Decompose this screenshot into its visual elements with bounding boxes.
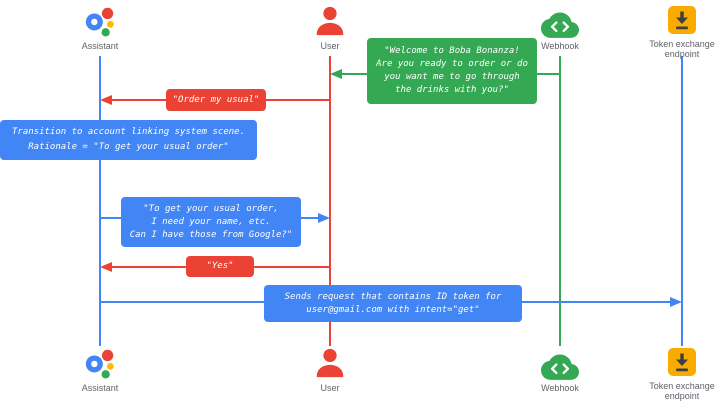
person-icon bbox=[316, 6, 344, 36]
actor-label-webhook: Webhook bbox=[541, 383, 579, 393]
arrowhead-get-order bbox=[318, 213, 330, 223]
lifeline-webhook bbox=[559, 56, 561, 346]
arrowhead-yes bbox=[100, 262, 112, 272]
person-icon bbox=[316, 348, 344, 378]
actor-label-webhook: Webhook bbox=[541, 41, 579, 51]
google-assistant-icon bbox=[85, 7, 114, 37]
arrowhead-welcome bbox=[330, 69, 342, 79]
message-get-order: "To get your usual order, I need your na… bbox=[121, 197, 301, 247]
actor-label-assistant: Assistant bbox=[81, 383, 119, 393]
actor-label-token-endpoint: Token exchange endpoint bbox=[649, 39, 715, 59]
actor-user-bottom: User bbox=[270, 346, 390, 393]
arrowhead-sends-request bbox=[670, 297, 682, 307]
lifeline-user bbox=[329, 56, 331, 346]
lifeline-token-endpoint bbox=[681, 56, 683, 346]
message-yes: "Yes" bbox=[186, 256, 254, 277]
message-sends-request: Sends request that contains ID token for… bbox=[264, 285, 522, 322]
actor-token-endpoint-bottom: Token exchange endpoint bbox=[622, 346, 725, 401]
google-assistant-icon bbox=[85, 349, 114, 379]
download-box-icon bbox=[668, 348, 696, 376]
download-box-icon bbox=[668, 6, 696, 34]
actor-webhook-top: Webhook bbox=[500, 6, 620, 51]
actor-webhook-bottom: Webhook bbox=[500, 348, 620, 393]
cloud-code-icon bbox=[541, 354, 579, 380]
message-order-usual: "Order my usual" bbox=[166, 89, 266, 111]
actor-label-assistant: Assistant bbox=[81, 41, 119, 51]
message-welcome: "Welcome to Boba Bonanza! Are you ready … bbox=[367, 38, 537, 104]
actor-label-token-endpoint: Token exchange endpoint bbox=[649, 381, 715, 401]
actor-assistant-top: Assistant bbox=[40, 4, 160, 51]
cloud-code-icon bbox=[541, 12, 579, 38]
message-transition-note: Transition to account linking system sce… bbox=[0, 120, 257, 160]
arrowhead-order-usual bbox=[100, 95, 112, 105]
actor-token-endpoint-top: Token exchange endpoint bbox=[622, 4, 725, 59]
actor-label-user: User bbox=[320, 41, 340, 51]
actor-assistant-bottom: Assistant bbox=[40, 346, 160, 393]
actor-label-user: User bbox=[320, 383, 340, 393]
actor-user-top: User bbox=[270, 4, 390, 51]
lifeline-assistant bbox=[99, 56, 101, 346]
